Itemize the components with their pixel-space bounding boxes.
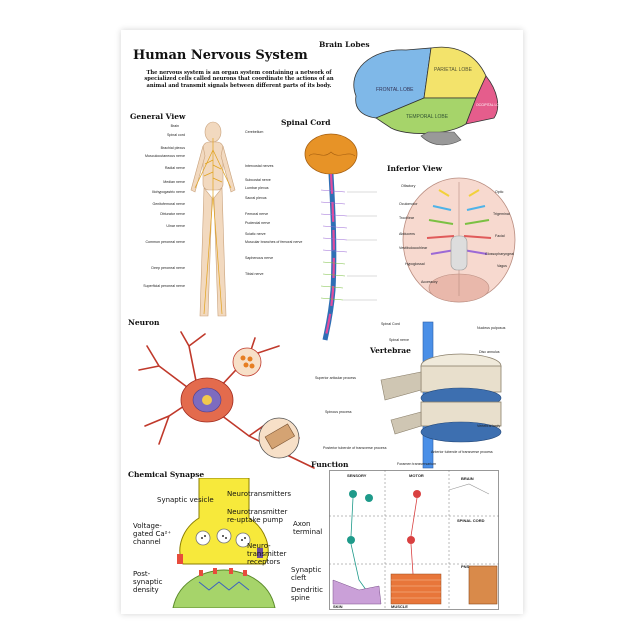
synaptic-cleft-label: Synaptic cleft bbox=[291, 566, 322, 582]
gv-label: Femoral nerve bbox=[245, 212, 269, 216]
vb-label: Posterior tubercle of transverse process bbox=[323, 446, 387, 450]
function-pns-label: PNS bbox=[461, 564, 470, 569]
section-spinal-cord: Spinal Cord bbox=[281, 118, 331, 127]
function-motor-label: MOTOR bbox=[409, 473, 424, 478]
neuron-illustration bbox=[138, 331, 315, 469]
gv-label: Ulnar nerve bbox=[166, 224, 185, 228]
gv-label: Cerebellum bbox=[245, 130, 264, 134]
iv-label: Facial bbox=[495, 234, 505, 238]
lobe-label-frontal: FRONTAL LOBE bbox=[376, 87, 414, 93]
poster: Human Nervous System The nervous system … bbox=[121, 30, 523, 614]
iv-label: Olfactory bbox=[401, 184, 416, 188]
function-sensory-label: SENSORY bbox=[347, 473, 367, 478]
vb-label: Vertebral body bbox=[477, 424, 501, 428]
vb-label: Spinal nerve bbox=[389, 338, 409, 342]
gv-label: Brain bbox=[170, 124, 179, 128]
inferior-brain-illustration bbox=[402, 177, 516, 303]
gv-label: Median nerve bbox=[163, 180, 185, 184]
gv-label: Subcostal nerve bbox=[245, 178, 271, 182]
lobe-label-temporal: TEMPORAL LOBE bbox=[406, 114, 449, 120]
gv-label: Intercostal nerves bbox=[245, 164, 274, 168]
gv-label: Spinal cord bbox=[167, 133, 185, 137]
receptors-label: Neuro-transmitter receptors bbox=[247, 542, 287, 566]
section-general-view: General View bbox=[130, 112, 186, 121]
gv-label: Lumbar plexus bbox=[245, 186, 269, 190]
iv-label: Optic bbox=[495, 190, 504, 194]
inferior-view-labels: Olfactory Optic Oculomotor Trochlear Tri… bbox=[399, 176, 519, 306]
iv-label: Trigeminal bbox=[493, 212, 510, 216]
function-skin-label: SKIN bbox=[333, 604, 343, 609]
gv-label: Pudendal nerve bbox=[245, 221, 271, 225]
gv-label: Sciatic nerve bbox=[245, 232, 266, 236]
iv-label: Vestibulocochlear bbox=[399, 246, 428, 250]
dendritic-spine-label: Dendritic spine bbox=[291, 586, 323, 602]
gv-label: Common peroneal nerve bbox=[145, 240, 185, 244]
reuptake-pump-label: Neurotransmitter re-uptake pump bbox=[227, 508, 288, 524]
synapse-illustration bbox=[172, 478, 276, 608]
vb-label: Superior articular process bbox=[315, 376, 356, 380]
vb-label: Nucleus pulposus bbox=[477, 326, 506, 330]
brain-lobes-illustration: FRONTAL LOBE PARIETAL LOBE TEMPORAL LOBE… bbox=[353, 46, 504, 146]
gv-label: Obturator nerve bbox=[159, 212, 185, 216]
function-muscle-label: MUSCLE bbox=[391, 604, 408, 609]
vb-label: Foramen transversarium bbox=[397, 462, 437, 466]
vertebrae-illustration bbox=[380, 321, 502, 469]
iv-label: Glossopharyngeal bbox=[485, 252, 514, 256]
lobe-label-occipital: OCCIPITAL LOBE bbox=[476, 103, 504, 107]
iv-label: Hypoglossal bbox=[405, 262, 425, 266]
gv-label: Musculocutaneous nerve bbox=[145, 154, 185, 158]
vb-label: Anterior tubercle of transverse process bbox=[431, 450, 493, 454]
function-brain-label: BRAIN bbox=[461, 476, 474, 481]
gv-label: Tibial nerve bbox=[245, 272, 264, 276]
iv-label: Accessory bbox=[421, 280, 438, 284]
vb-label: Spinal Cord bbox=[381, 322, 400, 326]
vb-label: Disc annulus bbox=[479, 350, 500, 354]
gv-label: Sacral plexus bbox=[245, 196, 267, 200]
function-diagram bbox=[329, 470, 499, 610]
iv-label: Abducens bbox=[399, 232, 415, 236]
calcium-channel-label: Voltage-gated Ca²⁺ channel bbox=[133, 522, 172, 546]
iv-label: Vagus bbox=[497, 264, 507, 268]
synaptic-vesicle-label: Synaptic vesicle bbox=[157, 496, 214, 504]
gv-label: Genitofemoral nerve bbox=[152, 202, 185, 206]
nervous-body-illustration bbox=[190, 121, 236, 317]
gv-label: Muscular branches of femoral nerve bbox=[245, 240, 303, 244]
iv-label: Trochlear bbox=[399, 216, 415, 220]
gv-label: Brachial plexus bbox=[160, 146, 185, 150]
gv-label: Saphenous nerve bbox=[245, 256, 274, 260]
poster-intro: The nervous system is an organ system co… bbox=[144, 70, 334, 89]
section-chemical-synapse: Chemical Synapse bbox=[128, 470, 205, 479]
gv-label: Iliohypogastric nerve bbox=[152, 190, 185, 194]
gv-label: Deep peroneal nerve bbox=[151, 266, 185, 270]
spinal-cord-illustration bbox=[304, 133, 377, 341]
vb-label: Spinous process bbox=[325, 410, 352, 414]
axon-terminal-label: Axon terminal bbox=[293, 520, 323, 536]
poster-title: Human Nervous System bbox=[133, 48, 308, 63]
vertebrae-labels: Spinal Cord Nucleus pulposus Spinal nerv… bbox=[315, 320, 521, 470]
neurotransmitters-label: Neurotransmitters bbox=[227, 490, 292, 498]
section-inferior-view: Inferior View bbox=[387, 164, 443, 173]
function-spinal-cord-label: SPINAL CORD bbox=[457, 518, 485, 523]
gv-label: Superficial peroneal nerve bbox=[143, 284, 185, 288]
section-function: Function bbox=[311, 460, 349, 469]
section-neuron: Neuron bbox=[128, 318, 160, 327]
lobe-label-parietal: PARIETAL LOBE bbox=[434, 67, 473, 73]
section-brain-lobes: Brain Lobes bbox=[319, 40, 370, 49]
iv-label: Oculomotor bbox=[399, 202, 418, 206]
gv-label: Radial nerve bbox=[164, 166, 185, 170]
postsynaptic-density-label: Post-synaptic density bbox=[133, 570, 163, 594]
section-vertebrae: Vertebrae bbox=[370, 346, 411, 355]
